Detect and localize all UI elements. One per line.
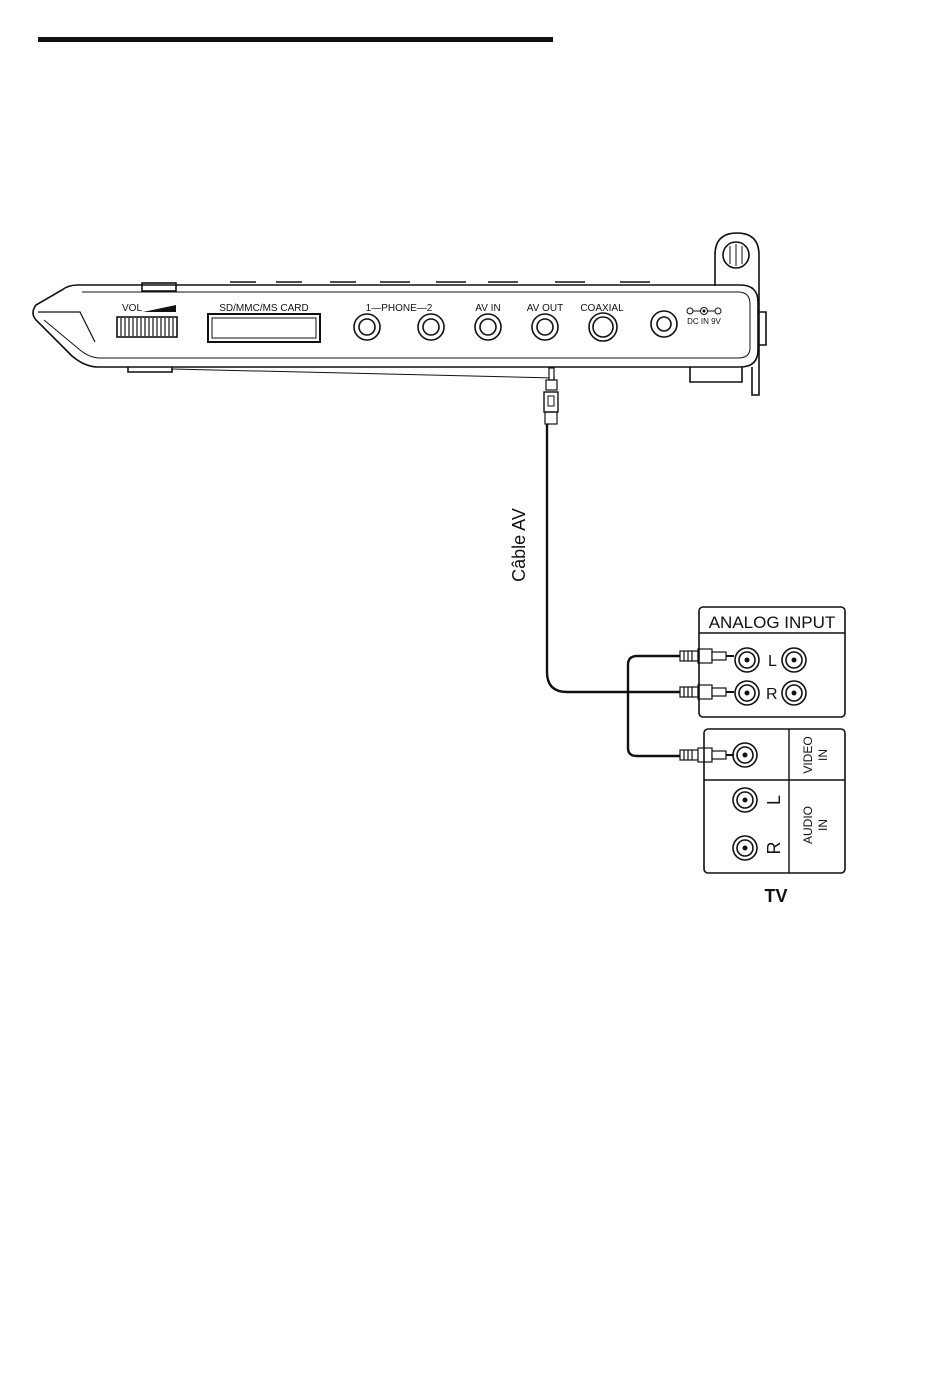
analog-left-label: L: [768, 653, 777, 670]
tv-audio-label-2: IN: [816, 819, 830, 831]
tv-title: TV: [764, 886, 787, 906]
analog-right-label: R: [766, 686, 778, 703]
dc-label: DC IN 9V: [687, 317, 721, 326]
vol-label: VOL: [122, 303, 142, 314]
coaxial-label: COAXIAL: [580, 303, 624, 314]
header-rule: [38, 37, 553, 42]
dc-polarity-icon: [687, 308, 721, 315]
tv-video-label-2: IN: [816, 749, 830, 761]
av-cable: [544, 368, 682, 756]
av-out-label: AV OUT: [527, 303, 563, 314]
rca-plug-video: [680, 748, 734, 762]
av-in-label: AV IN: [475, 303, 500, 314]
volume-wedge-icon: [143, 305, 176, 312]
tv-left-label: L: [764, 795, 784, 805]
cable-label: Câble AV: [509, 508, 529, 582]
dc-in-jack: [651, 311, 677, 337]
rca-plug-left: [680, 649, 734, 663]
volume-wheel: [121, 318, 173, 336]
coaxial-jack: [589, 313, 617, 341]
phone-2-jack: [418, 314, 444, 340]
rca-plug-right: [680, 685, 734, 699]
tv-audio-label-1: AUDIO: [801, 806, 815, 844]
av-out-jack: [532, 314, 558, 340]
phone-1-jack: [354, 314, 380, 340]
card-label: SD/MMC/MS CARD: [219, 303, 308, 314]
phone-label: 1—PHONE—2: [366, 303, 433, 314]
tv-video-label-1: VIDEO: [801, 736, 815, 773]
tv-right-label: R: [764, 842, 784, 855]
analog-input-title: ANALOG INPUT: [709, 613, 836, 632]
av-in-jack: [475, 314, 501, 340]
